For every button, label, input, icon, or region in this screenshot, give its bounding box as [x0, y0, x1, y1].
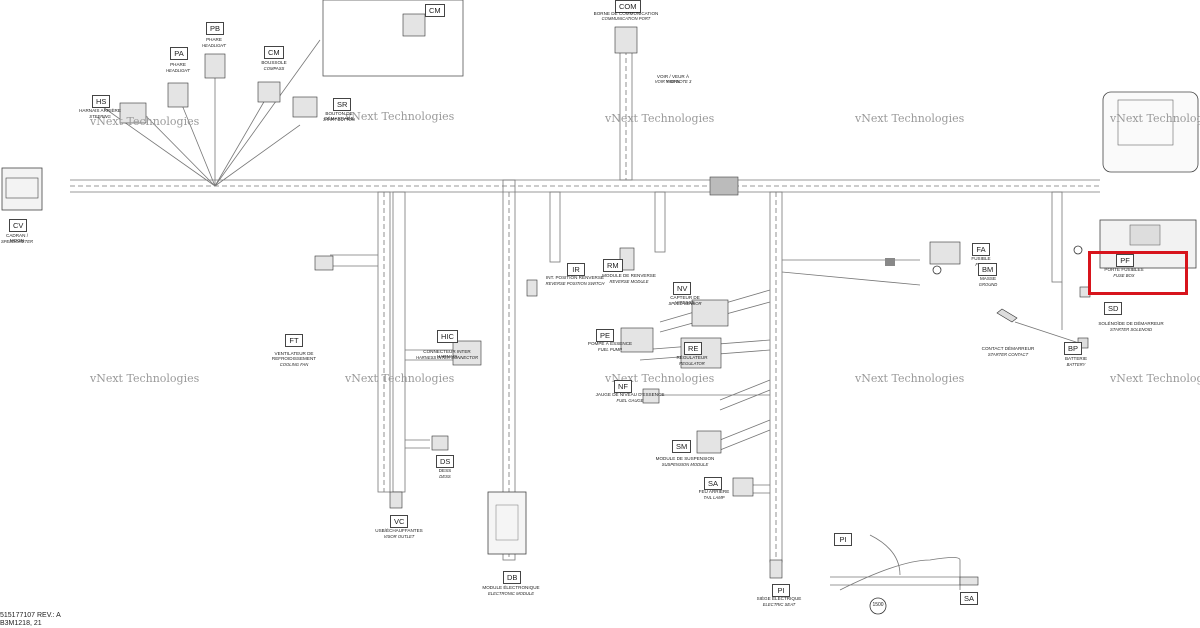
component-label-fr-vc: USB/ÉCHAUFFANTES — [375, 528, 423, 533]
watermark-text: vNext Technologies — [1110, 372, 1200, 385]
component-label-fr-sm: MODULE DE SUSPENSION — [655, 456, 715, 461]
component-label-en-pf: FUSE BOX — [1113, 273, 1135, 278]
component-label-fr-pi: SIÈGE ÉLECTRIQUE — [756, 596, 802, 601]
component-code-vc: VC — [390, 515, 409, 528]
component-code-cm: CM — [264, 46, 284, 59]
component-label-fr-rm: MODULE DE RENVERSE — [602, 273, 656, 278]
component-label-fr-hs: HARNAIS ARRIÈRE — [79, 108, 121, 113]
component-label-fr-pb: PHARE — [206, 37, 222, 42]
watermark-text: vNext Technologies — [605, 112, 715, 125]
component-label-fr-com: BORNE DE COMMUNICATION — [593, 11, 659, 16]
component-label-en-pa: HEADLIGHT — [166, 68, 190, 73]
component-label-en-pb: HEADLIGHT — [202, 43, 226, 48]
component-label-en-pe: FUEL PUMP — [598, 347, 622, 352]
component-label-en-nf: FUEL GAUGE — [616, 398, 644, 403]
component-label-en-sm: SUSPENSION MODULE — [661, 462, 709, 467]
component-label-en-re: REGULATOR — [679, 361, 705, 366]
component-label-en-cv: SPEEDOMETER — [0, 239, 34, 244]
component-label-en-ds: DESS — [439, 474, 451, 479]
component-code-pi: PI — [772, 584, 790, 597]
component-code-pf: PF — [1116, 254, 1134, 267]
watermark-text: vNext Technologies — [90, 372, 200, 385]
component-label-fr-nv: CAPTEUR DE VITESSE — [670, 295, 700, 306]
component-label-en-hc: HARNESS INTER CONNECTOR — [415, 355, 479, 360]
footer-drawing-number: B3M1218, 21 — [0, 620, 42, 627]
component-label-fr-nf: JAUGE DE NIVEAU D'ESSENCE — [595, 392, 665, 397]
component-code-re: RE — [684, 342, 703, 355]
component-label-en-nv: SPEED SENSOR — [668, 301, 702, 306]
note-text: VOIR / VEUR À WORK — [656, 74, 690, 85]
component-code-pa: PA — [170, 47, 188, 60]
component-label-fr-fa: FUSIBLE — [971, 256, 991, 261]
component-label-en-sd: STARTER SOLENOID — [1110, 327, 1152, 332]
component-code-nf: NF — [614, 380, 632, 393]
watermark-text: vNext Technologies — [855, 112, 965, 125]
component-label-en-db: ELECTRONIC MODULE — [487, 591, 535, 596]
component-label-en-com: COMMUNICATION PORT — [601, 16, 651, 21]
component-code-hc: HIC — [437, 330, 458, 343]
watermark-text: vNext Technologies — [1110, 112, 1200, 125]
component-code-sa-inset: SA — [960, 592, 979, 605]
component-label-fr-sa: FEU ARRIÈRE — [698, 489, 730, 494]
component-code-pb: PB — [206, 22, 225, 35]
component-label-fr-hc: CONNECTEUR INTER HARNAIS — [423, 349, 471, 360]
component-code-pi-inset: PI — [834, 533, 852, 546]
component-label-fr-pa: PHARE — [170, 62, 186, 67]
component-label-fr-cm: BOUSSOLE — [261, 60, 287, 65]
component-label-fr-ir: INT. POSITION RENVERSE — [546, 275, 604, 280]
component-label-en-rm: REVERSE MODULE — [609, 279, 649, 284]
component-code-bp: BP — [1064, 342, 1083, 355]
component-label-en-pi: ELECTRIC SEAT — [762, 602, 796, 607]
component-code-sm: SM — [672, 440, 692, 453]
note-text-en: VOIR Y 9E NOTE 3 — [654, 79, 692, 84]
component-label-fr-pe: POMPE À ESSENCE — [587, 341, 633, 346]
component-label-fr-ft: VENTILATEUR DE REFROIDISSEMENT — [271, 351, 317, 362]
component-label-en-bm: GROUND — [978, 282, 998, 287]
component-code-hs: HS — [92, 95, 111, 108]
component-code-com: COM — [615, 0, 641, 13]
watermark-text: vNext Technologies — [605, 372, 715, 385]
component-code-sa: SA — [704, 477, 723, 490]
watermark-text: vNext Technologies — [345, 372, 455, 385]
component-label-en-bp: BATTERY — [1066, 362, 1086, 367]
component-code-sd: SD — [1104, 302, 1123, 315]
watermark-text: vNext Technologies — [345, 110, 455, 123]
component-label-fr-cv: CADRAN / MOON — [6, 233, 28, 244]
component-label-en-hs: STEERING — [89, 114, 111, 119]
component-label-fr-cs: CONTACT DÉMARREUR — [981, 346, 1035, 351]
component-label-fr-bp: BATTERIE — [1064, 356, 1088, 361]
component-label-fr-pf: PORTE FUSIBLES — [1104, 267, 1144, 272]
component-code-ds: DS — [436, 455, 455, 468]
footer-part-number: 515177107 REV.: A — [0, 612, 61, 619]
component-label-fr-re: RÉGULATEUR — [676, 355, 708, 360]
watermark-text: vNext Technologies — [855, 372, 965, 385]
component-code-cv: CV — [9, 219, 28, 232]
component-code-sr: SR — [333, 98, 352, 111]
component-label-en-ft: COOLING FAN — [279, 362, 309, 367]
component-code-nv: NV — [673, 282, 692, 295]
component-label-fr-sr: BOUTON DE DÉMARRAGE — [324, 111, 354, 122]
component-code-fa: FA — [972, 243, 990, 256]
component-label-fr-bm: MASSE — [979, 276, 997, 281]
component-label-en-cs: STARTER CONTACT — [987, 352, 1029, 357]
component-label-en-vc: VISOR OUTLET — [383, 534, 415, 539]
fuse-box-highlight — [1088, 251, 1188, 295]
component-code-cm-inset: CM — [425, 4, 445, 17]
component-label-fr-ds: DESS — [438, 468, 452, 473]
component-label-en-sa: TAIL LAMP — [703, 495, 725, 500]
component-code-bm: BM — [978, 263, 998, 276]
component-code-rm: RM — [603, 259, 623, 272]
component-code-ft: FT — [285, 334, 303, 347]
component-code-ir: IR — [567, 263, 585, 276]
component-code-pe: PE — [596, 329, 615, 342]
component-label-fr-db: MODULE ÉLECTRONIQUE — [482, 585, 540, 590]
component-label-en-cm: COMPASS — [263, 66, 285, 71]
component-code-db: DB — [503, 571, 522, 584]
component-label-fr-sd: SOLÉNOÏDE DE DÉMARREUR — [1098, 321, 1164, 326]
component-label-en-sr: START BUTTON — [323, 117, 355, 122]
component-label-en-ir: REVERSE POSITION SWITCH — [545, 281, 605, 286]
watermark-text: vNext Technologies — [90, 115, 200, 128]
length-marker: 1500 — [872, 602, 884, 608]
